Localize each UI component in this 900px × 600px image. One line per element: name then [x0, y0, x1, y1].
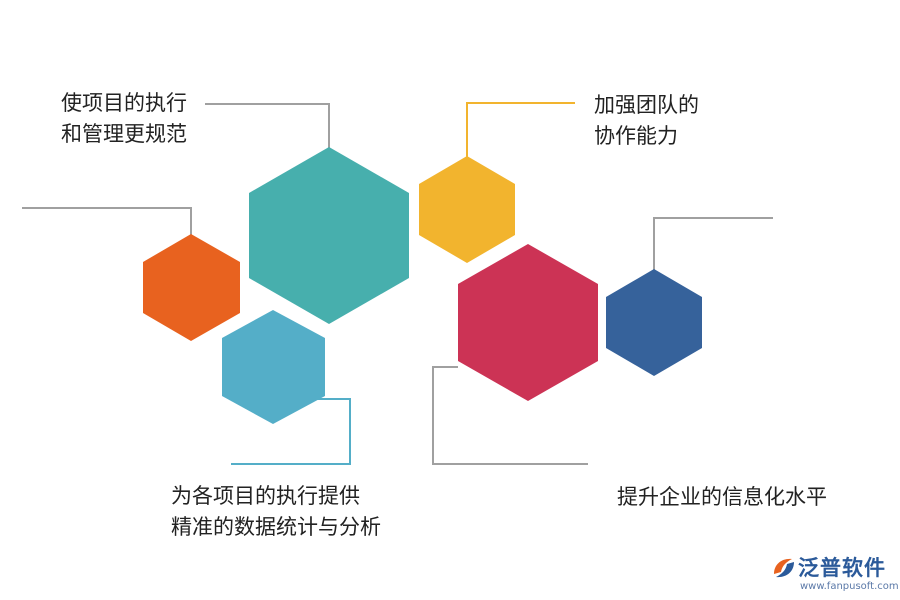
hexagon-yellow [419, 156, 515, 263]
connector-lines [22, 102, 773, 465]
fanpu-logo-icon [774, 558, 794, 578]
logo-name: 泛普软件 [798, 556, 886, 580]
label-line: 使项目的执行 [61, 91, 187, 115]
label-line: 协作能力 [594, 124, 678, 148]
label-standardize-management: 使项目的执行 和管理更规范 [61, 88, 187, 150]
label-line: 和管理更规范 [61, 122, 187, 146]
connector-left [22, 207, 192, 237]
connector-top-right [466, 102, 575, 157]
hexagon-navy [606, 269, 702, 376]
label-informatization-level: 提升企业的信息化水平 [617, 482, 827, 513]
logo-url: www.fanpusoft.com [800, 581, 899, 592]
connector-bottom-left [231, 398, 351, 465]
hexagon-teal [249, 147, 409, 324]
connector-right [653, 217, 773, 270]
label-line: 加强团队的 [594, 93, 699, 117]
connector-top-left [205, 103, 330, 148]
label-data-statistics: 为各项目的执行提供 精准的数据统计与分析 [171, 481, 381, 543]
hexagon-light-blue [222, 310, 325, 424]
fanpu-logo: 泛普软件 www.fanpusoft.com [770, 552, 899, 598]
hexagon-red [458, 244, 598, 401]
label-line: 为各项目的执行提供 [171, 484, 360, 508]
connector-bottom-right [432, 366, 588, 465]
label-line: 提升企业的信息化水平 [617, 485, 827, 509]
hexagons [143, 147, 702, 424]
hexagon-orange [143, 234, 240, 341]
label-team-collaboration: 加强团队的 协作能力 [594, 90, 699, 152]
label-line: 精准的数据统计与分析 [171, 515, 381, 539]
